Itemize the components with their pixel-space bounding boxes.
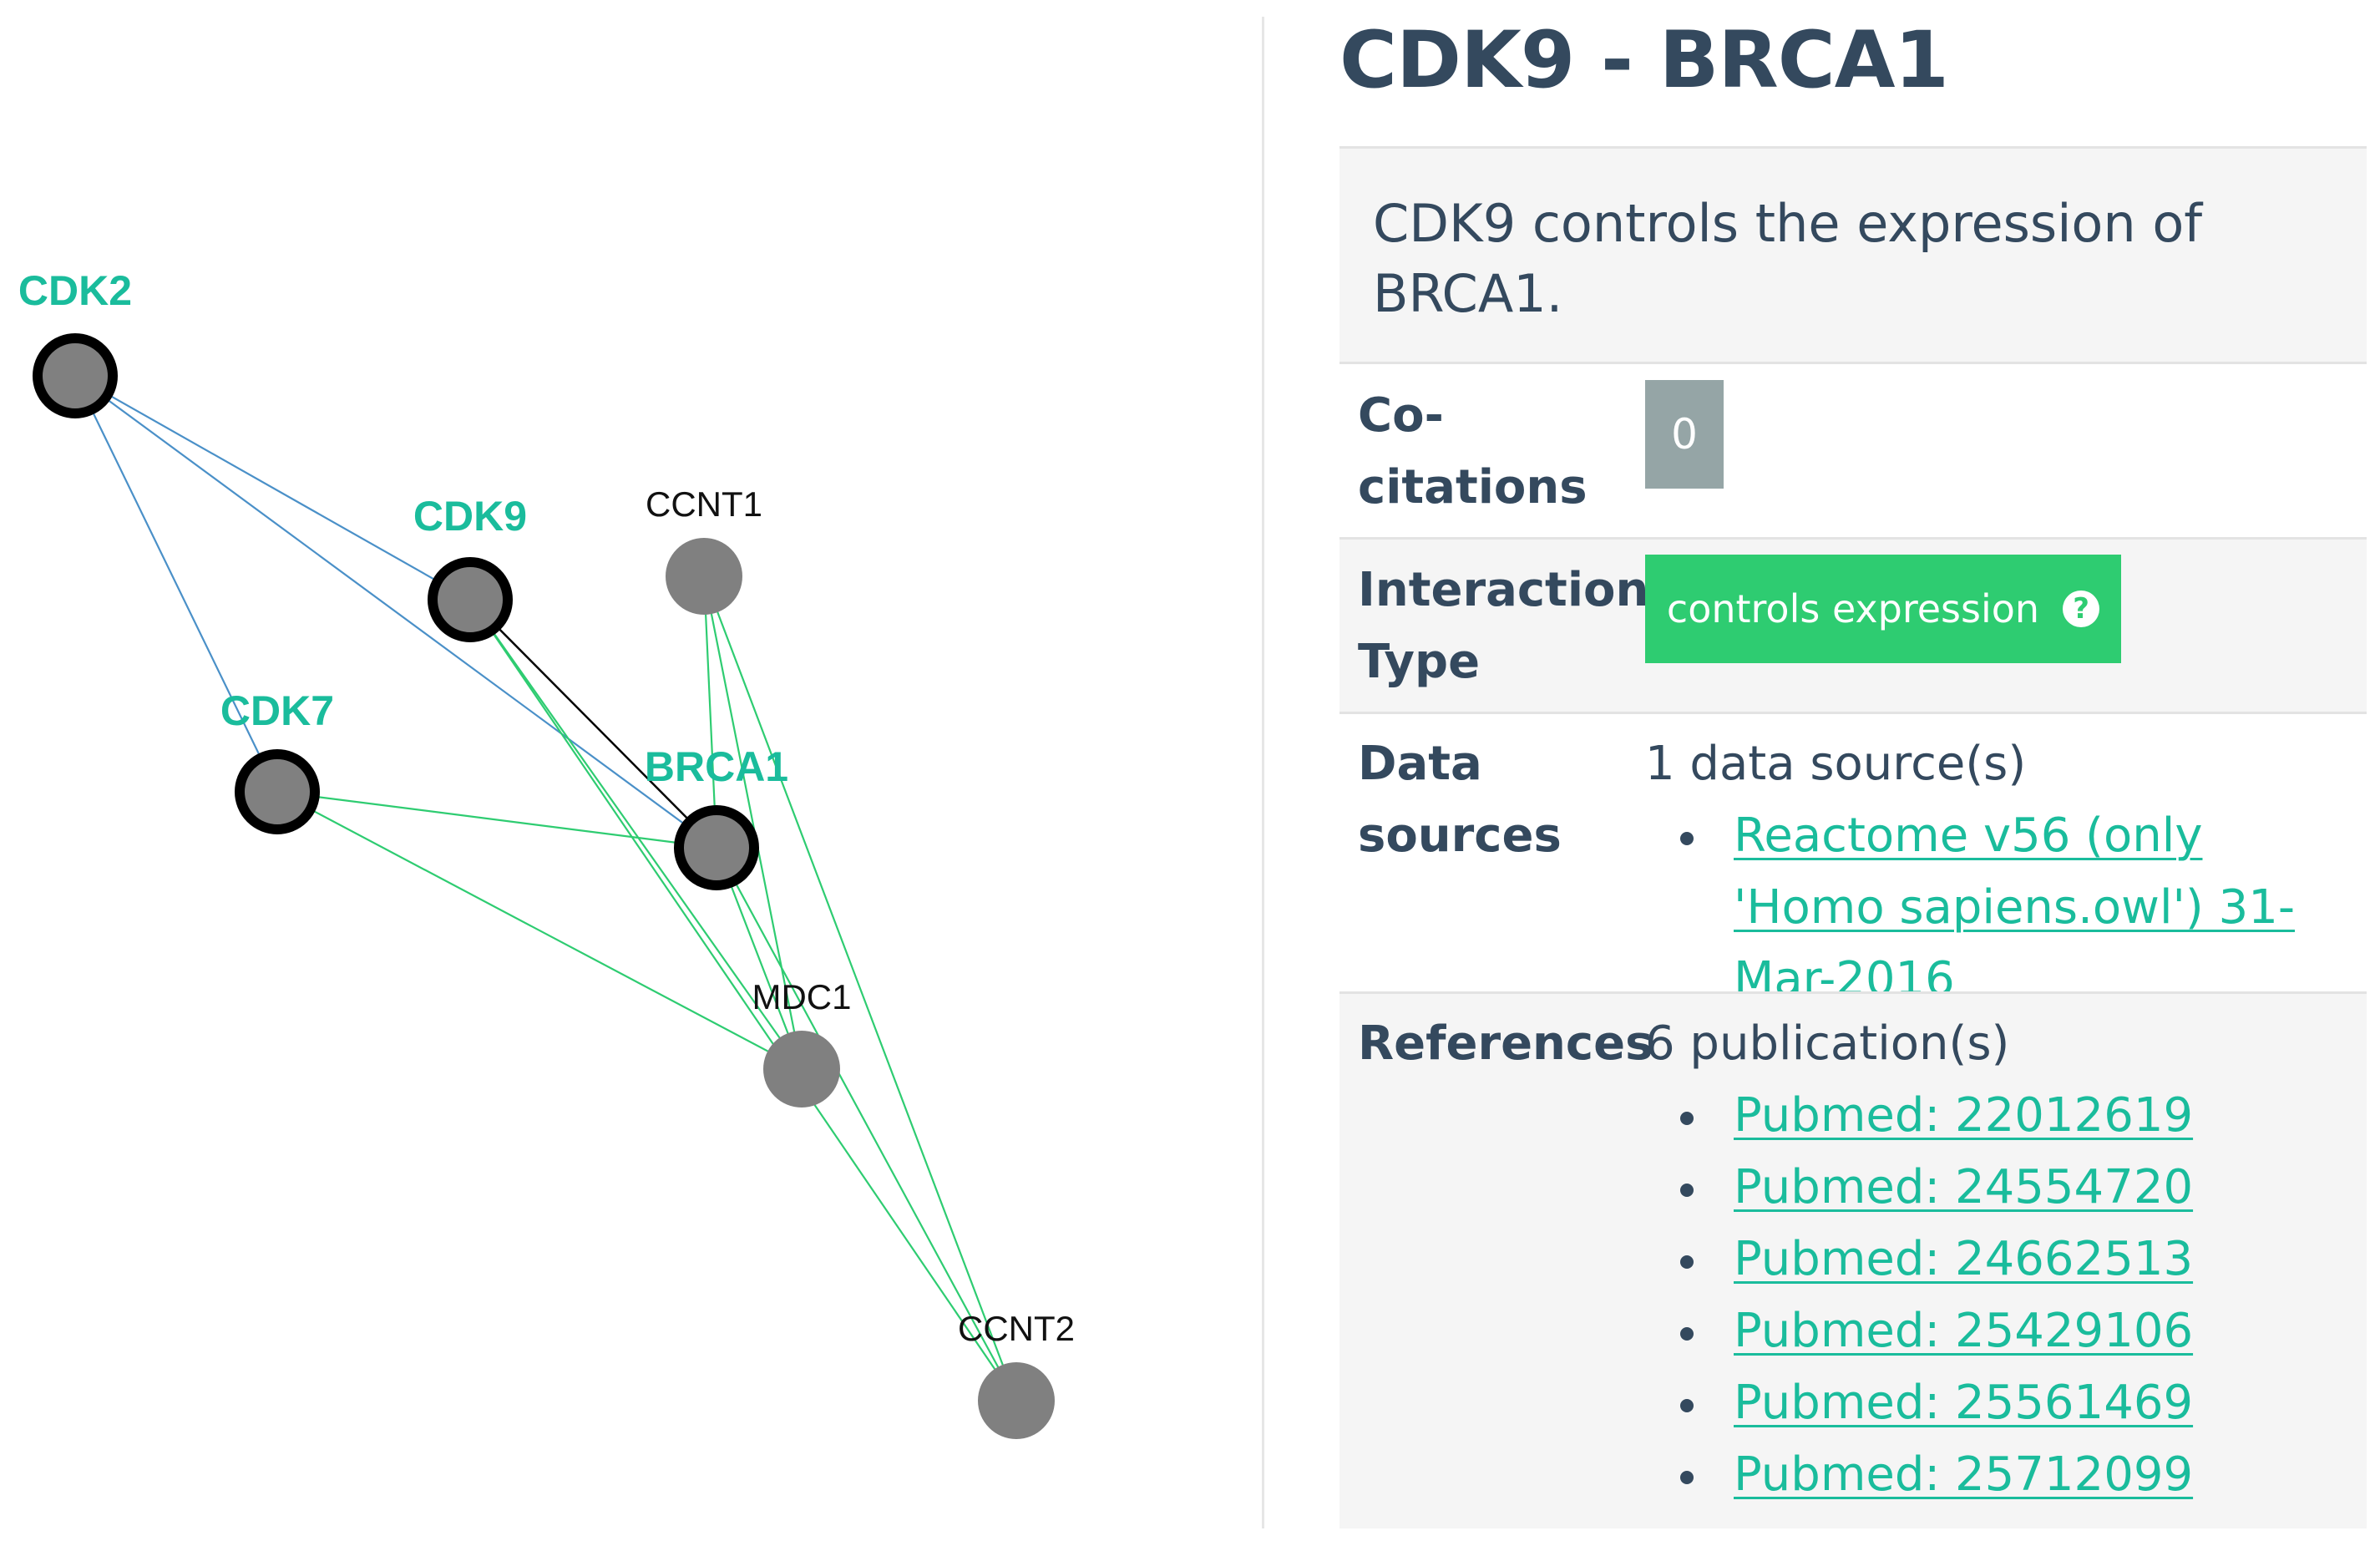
edge-ccnt1-ccnt2[interactable] <box>702 575 1018 1402</box>
bullet-icon <box>1680 1112 1694 1125</box>
edge-cdk9-mdc1[interactable] <box>469 599 803 1070</box>
edge-cdk9-ccnt2[interactable] <box>469 599 1017 1402</box>
bullet-icon <box>1680 1184 1694 1197</box>
node-label-ccnt2: CCNT2 <box>958 1309 1075 1348</box>
link-list-item: Pubmed: 25561469 <box>1645 1367 2193 1439</box>
edge-cdk7-mdc1[interactable] <box>276 791 803 1070</box>
node-cdk2[interactable] <box>33 333 118 418</box>
pubmed-link[interactable]: Pubmed: 25561469 <box>1734 1376 2194 1430</box>
pubmed-link[interactable]: Pubmed: 24662513 <box>1734 1232 2194 1286</box>
node-label-cdk9: CDK9 <box>413 493 527 540</box>
interaction-type-label: Interaction Type <box>1358 563 1649 689</box>
node-label-brca1: BRCA1 <box>645 743 788 790</box>
network-edges <box>74 375 1018 1402</box>
node-ccnt1[interactable] <box>666 538 742 615</box>
pubmed-link[interactable]: Pubmed: 25712099 <box>1734 1447 2194 1502</box>
references-summary: 6 publication(s) <box>1645 1016 2010 1071</box>
node-brca1[interactable] <box>674 805 759 890</box>
edge-cdk2-brca1[interactable] <box>74 375 717 849</box>
link-list-item: Reactome v56 (only 'Homo sapiens.owl') 3… <box>1645 800 2335 1016</box>
data-sources-list: Reactome v56 (only 'Homo sapiens.owl') 3… <box>1645 800 2335 1016</box>
references-row <box>1339 994 2367 1528</box>
bullet-icon <box>1680 832 1694 845</box>
link-list-item: Pubmed: 22012619 <box>1645 1080 2193 1152</box>
bullet-icon <box>1680 1471 1694 1484</box>
edge-brca1-ccnt2[interactable] <box>716 847 1017 1402</box>
bullet-icon <box>1680 1255 1694 1269</box>
cocitations-count-badge: 0 <box>1645 380 1724 489</box>
panel-divider <box>1262 17 1264 1528</box>
edge-cdk2-cdk7[interactable] <box>74 375 278 793</box>
edge-cdk9-brca1[interactable] <box>469 599 717 849</box>
interaction-type-badge[interactable]: controls expression ? <box>1645 555 2121 663</box>
data-source-link[interactable]: Reactome v56 (only 'Homo sapiens.owl') 3… <box>1734 808 2296 1006</box>
references-label: References <box>1358 1016 1653 1071</box>
data-sources-summary: 1 data source(s) <box>1645 737 2027 791</box>
node-label-mdc1: MDC1 <box>752 977 851 1016</box>
node-label-ccnt1: CCNT1 <box>646 484 762 524</box>
bullet-icon <box>1680 1399 1694 1412</box>
link-list-item: Pubmed: 24662513 <box>1645 1224 2193 1295</box>
node-ccnt2[interactable] <box>978 1362 1055 1439</box>
divider-line <box>1339 146 2367 149</box>
pubmed-link[interactable]: Pubmed: 24554720 <box>1734 1160 2194 1214</box>
node-cdk7[interactable] <box>235 749 320 834</box>
cocitations-label: Co-citations <box>1358 388 1588 514</box>
node-label-cdk2: CDK2 <box>18 267 132 314</box>
edge-ccnt1-brca1[interactable] <box>702 575 718 849</box>
edge-cdk7-brca1[interactable] <box>276 790 717 849</box>
link-list-item: Pubmed: 25429106 <box>1645 1295 2193 1367</box>
data-sources-label: Data sources <box>1358 737 1562 863</box>
interaction-description: CDK9 controls the expression of BRCA1. <box>1373 193 2203 324</box>
divider-line <box>1339 537 2367 540</box>
pubmed-link[interactable]: Pubmed: 22012619 <box>1734 1088 2194 1143</box>
question-circle-icon[interactable]: ? <box>2063 591 2100 627</box>
edge-cdk2-cdk9[interactable] <box>74 375 471 601</box>
node-mdc1[interactable] <box>763 1031 840 1108</box>
node-label-cdk7: CDK7 <box>220 687 334 734</box>
interaction-title: CDK9 - BRCA1 <box>1339 15 1949 106</box>
link-list-item: Pubmed: 25712099 <box>1645 1439 2193 1511</box>
edge-ccnt1-mdc1[interactable] <box>702 575 803 1070</box>
description-row <box>1339 149 2367 362</box>
divider-line <box>1339 991 2367 994</box>
interaction-type-value: controls expression <box>1666 586 2040 631</box>
bullet-icon <box>1680 1327 1694 1341</box>
pubmed-link[interactable]: Pubmed: 25429106 <box>1734 1304 2194 1358</box>
link-list-item: Pubmed: 24554720 <box>1645 1152 2193 1224</box>
divider-line <box>1339 362 2367 364</box>
node-cdk9[interactable] <box>428 557 513 642</box>
divider-line <box>1339 712 2367 714</box>
